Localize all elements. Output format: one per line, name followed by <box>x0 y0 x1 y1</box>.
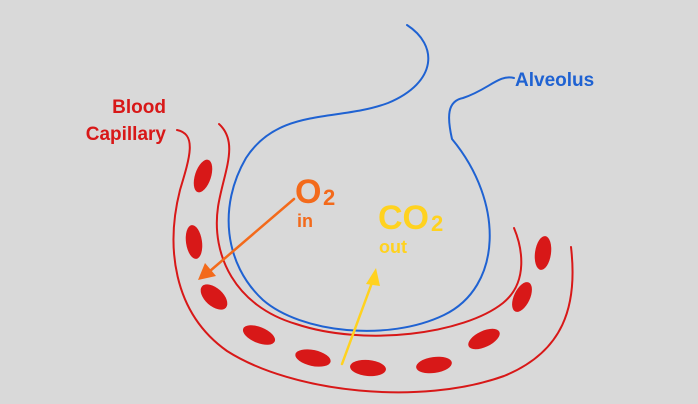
red-blood-cell <box>184 224 205 260</box>
oxygen-subscript: 2 <box>323 185 335 210</box>
carbon-dioxide-direction-label: out <box>379 237 407 257</box>
carbon-dioxide-subscript: 2 <box>431 211 443 236</box>
capillary-inner-wall <box>217 124 521 336</box>
carbon-dioxide-arrow <box>342 268 380 364</box>
blood-capillary-label-line2: Capillary <box>86 124 167 145</box>
capillary-outer-wall <box>174 130 573 392</box>
red-blood-cell <box>294 346 333 369</box>
blood-capillary-label-line1: Blood <box>112 97 166 118</box>
red-blood-cell <box>508 279 536 315</box>
red-blood-cell <box>196 280 232 315</box>
red-blood-cell <box>533 235 554 271</box>
oxygen-arrow <box>198 199 294 280</box>
red-blood-cell <box>415 355 453 376</box>
oxygen-symbol: O <box>295 173 321 211</box>
red-blood-cell <box>349 358 386 377</box>
red-blood-cell <box>190 157 216 194</box>
oxygen-direction-label: in <box>297 211 313 231</box>
red-blood-cell <box>240 321 278 349</box>
carbon-dioxide-symbol: CO <box>378 199 429 237</box>
alveolus-label: Alveolus <box>515 70 594 91</box>
red-blood-cell <box>465 325 503 354</box>
